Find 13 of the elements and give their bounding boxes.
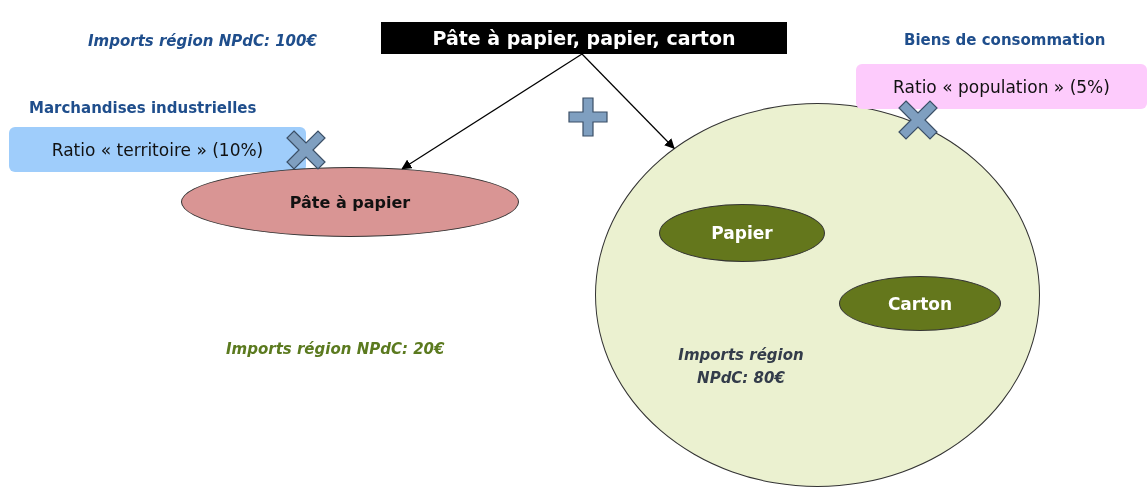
imports-label: Imports région NPdC: 20€ [226, 340, 445, 358]
imports-label: Imports région NPdC: 100€ [88, 32, 317, 50]
category-heading: Biens de consommation [904, 31, 1106, 49]
product-ellipse: Carton [839, 276, 1001, 331]
product-ellipse: Pâte à papier [181, 167, 519, 237]
category-heading: Marchandises industrielles [29, 99, 257, 117]
ratio-text: Ratio « population » (5%) [893, 76, 1110, 97]
imports-text: Imports région NPdC: 80€ [677, 345, 805, 390]
ratio-text: Ratio « territoire » (10%) [51, 139, 264, 160]
arrow [581, 53, 675, 149]
title-box: Pâte à papier, papier, carton [381, 22, 787, 54]
product-ellipse: Papier [659, 204, 825, 262]
arrow [401, 53, 583, 170]
